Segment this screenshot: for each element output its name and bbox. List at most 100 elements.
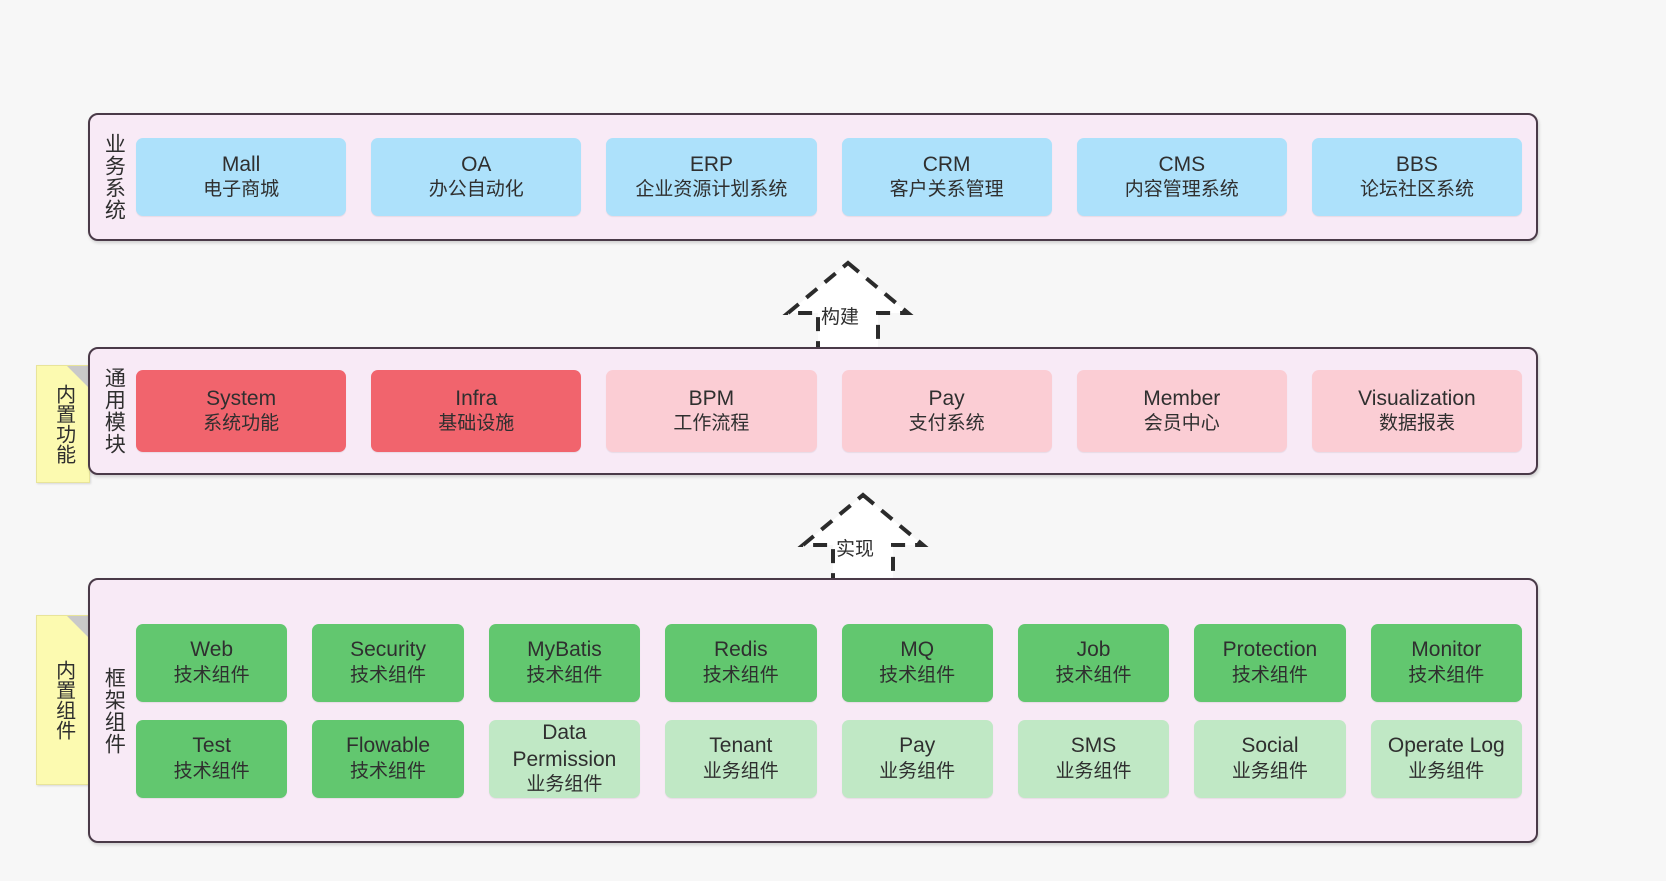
card-system[interactable]: System 系统功能 — [136, 370, 347, 452]
card-social[interactable]: Social 业务组件 — [1194, 719, 1346, 798]
connector-implement-label: 实现 — [835, 539, 874, 560]
card-row: Test 技术组件 Flowable 技术组件 Data Permission … — [136, 719, 1522, 798]
card-pay-business[interactable]: Pay 业务组件 — [841, 719, 993, 798]
card-title: CRM — [922, 152, 971, 176]
card-oa[interactable]: OA 办公自动化 — [371, 138, 582, 216]
card-mall[interactable]: Mall 电子商城 — [136, 138, 347, 216]
card-redis[interactable]: Redis 技术组件 — [665, 623, 817, 702]
card-row: Web 技术组件 Security 技术组件 MyBatis 技术组件 Redi… — [136, 623, 1522, 702]
card-erp[interactable]: ERP 企业资源计划系统 — [606, 138, 817, 216]
card-subtitle: 业务组件 — [1055, 760, 1132, 782]
card-subtitle: 技术组件 — [1408, 664, 1485, 686]
card-title: Test — [192, 734, 231, 758]
card-test[interactable]: Test 技术组件 — [136, 719, 288, 798]
card-title: BPM — [688, 386, 735, 410]
layer-label-business-system: 业务系统 — [102, 133, 126, 221]
card-visualization[interactable]: Visualization 数据报表 — [1311, 370, 1523, 452]
card-title: Data Permission — [512, 721, 617, 771]
layer-framework-component: 框架组件 Web 技术组件 Security 技术组件 MyBatis 技术组件… — [88, 578, 1538, 843]
card-mybatis[interactable]: MyBatis 技术组件 — [488, 623, 641, 702]
connector-build-label: 构建 — [820, 307, 859, 328]
card-title: Pay — [899, 734, 936, 758]
card-title: MyBatis — [527, 638, 602, 662]
note-label: 内置组件 — [52, 660, 75, 740]
card-subtitle: 技术组件 — [1231, 664, 1308, 686]
card-bpm[interactable]: BPM 工作流程 — [606, 370, 817, 452]
card-title: SMS — [1070, 734, 1117, 758]
card-subtitle: 电子商城 — [203, 179, 280, 201]
card-crm[interactable]: CRM 客户关系管理 — [841, 138, 1052, 216]
card-subtitle: 业务组件 — [526, 773, 603, 795]
card-operate-log[interactable]: Operate Log 业务组件 — [1370, 719, 1522, 798]
card-subtitle: 基础设施 — [438, 413, 515, 435]
note-label: 内置功能 — [52, 384, 75, 464]
card-subtitle: 数据报表 — [1378, 413, 1455, 435]
card-subtitle: 技术组件 — [173, 760, 250, 782]
card-subtitle: 办公自动化 — [428, 179, 524, 201]
card-subtitle: 会员中心 — [1143, 413, 1220, 435]
card-subtitle: 业务组件 — [702, 760, 779, 782]
note-builtin-function: 内置功能 — [36, 365, 90, 483]
card-subtitle: 技术组件 — [1055, 664, 1132, 686]
card-subtitle: 技术组件 — [702, 664, 779, 686]
card-subtitle: 工作流程 — [673, 413, 750, 435]
card-title: Visualization — [1358, 386, 1476, 410]
layer-label-common-module: 通用模块 — [102, 367, 126, 455]
card-title: Web — [190, 638, 234, 662]
card-title: BBS — [1395, 152, 1438, 176]
card-subtitle: 客户关系管理 — [889, 179, 1004, 201]
card-subtitle: 业务组件 — [1231, 760, 1308, 782]
layer-common-module: 通用模块 System 系统功能 Infra 基础设施 BPM 工作流程 Pay… — [88, 347, 1538, 475]
card-title: Security — [350, 638, 426, 662]
connector-implement: 实现 — [775, 490, 935, 592]
connector-build: 构建 — [760, 258, 920, 360]
card-subtitle: 业务组件 — [1408, 760, 1485, 782]
card-data-permission[interactable]: Data Permission 业务组件 — [488, 719, 641, 798]
card-subtitle: 系统功能 — [203, 413, 280, 435]
card-subtitle: 企业资源计划系统 — [635, 179, 788, 201]
card-title: MQ — [900, 638, 935, 662]
card-subtitle: 技术组件 — [350, 664, 427, 686]
card-subtitle: 技术组件 — [173, 664, 250, 686]
card-title: Infra — [455, 386, 498, 410]
build-arrow-icon — [782, 260, 914, 360]
card-subtitle: 业务组件 — [879, 760, 956, 782]
card-protection[interactable]: Protection 技术组件 — [1194, 623, 1346, 702]
card-cms[interactable]: CMS 内容管理系统 — [1076, 138, 1287, 216]
card-title: Protection — [1222, 638, 1318, 662]
card-title: Mall — [221, 152, 261, 176]
card-subtitle: 技术组件 — [526, 664, 603, 686]
implement-arrow-icon — [797, 492, 929, 592]
card-title: Social — [1241, 734, 1299, 758]
card-security[interactable]: Security 技术组件 — [312, 623, 464, 702]
layer-label-framework-component: 框架组件 — [102, 666, 126, 755]
card-title: Operate Log — [1387, 734, 1505, 758]
card-subtitle: 技术组件 — [879, 664, 956, 686]
card-title: System — [206, 386, 277, 410]
card-sms[interactable]: SMS 业务组件 — [1017, 719, 1170, 798]
card-title: Tenant — [709, 734, 773, 758]
card-web[interactable]: Web 技术组件 — [136, 623, 288, 702]
card-monitor[interactable]: Monitor 技术组件 — [1370, 623, 1522, 702]
card-member[interactable]: Member 会员中心 — [1076, 370, 1287, 452]
card-infra[interactable]: Infra 基础设施 — [371, 370, 582, 452]
layer-business-system: 业务系统 Mall 电子商城 OA 办公自动化 ERP 企业资源计划系统 CRM… — [88, 113, 1538, 241]
card-title: Member — [1143, 386, 1221, 410]
card-mq[interactable]: MQ 技术组件 — [841, 623, 993, 702]
layer-body-business-system: Mall 电子商城 OA 办公自动化 ERP 企业资源计划系统 CRM 客户关系… — [136, 115, 1536, 239]
note-builtin-component: 内置组件 — [36, 615, 90, 785]
card-row: System 系统功能 Infra 基础设施 BPM 工作流程 Pay 支付系统… — [136, 370, 1523, 452]
card-pay[interactable]: Pay 支付系统 — [841, 370, 1052, 452]
card-title: ERP — [689, 152, 734, 176]
card-title: Flowable — [346, 734, 431, 758]
card-subtitle: 技术组件 — [350, 760, 427, 782]
card-subtitle: 论坛社区系统 — [1359, 179, 1474, 201]
card-title: Job — [1076, 638, 1111, 662]
card-tenant[interactable]: Tenant 业务组件 — [665, 719, 817, 798]
card-bbs[interactable]: BBS 论坛社区系统 — [1311, 138, 1523, 216]
card-flowable[interactable]: Flowable 技术组件 — [312, 719, 464, 798]
card-title: CMS — [1158, 152, 1206, 176]
card-job[interactable]: Job 技术组件 — [1017, 623, 1170, 702]
card-row: Mall 电子商城 OA 办公自动化 ERP 企业资源计划系统 CRM 客户关系… — [136, 138, 1523, 216]
